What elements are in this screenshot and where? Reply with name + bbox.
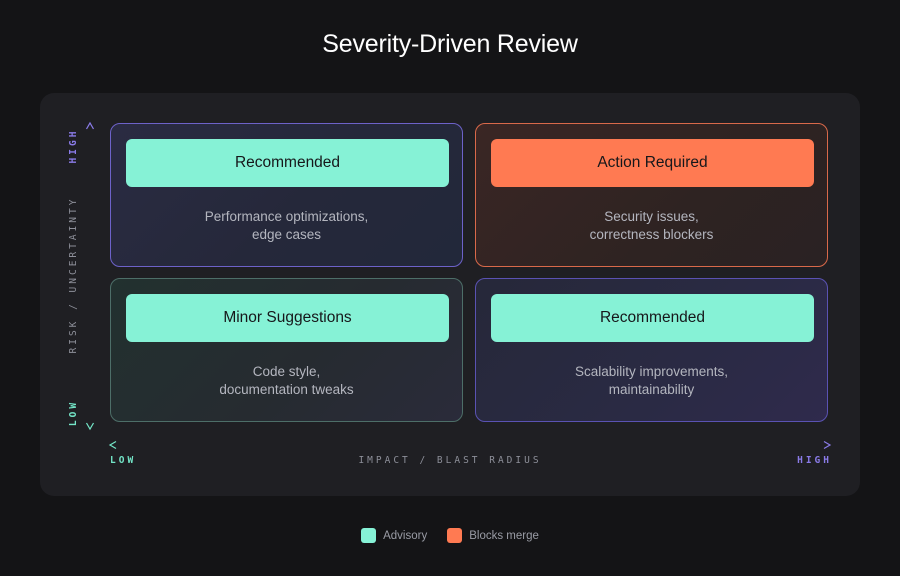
x-axis-high-label: HIGH <box>797 455 832 466</box>
quadrant-bottom-left-badge: Minor Suggestions <box>126 294 449 342</box>
legend-label: Blocks merge <box>469 529 539 542</box>
quadrant-bottom-right-badge: Recommended <box>491 294 814 342</box>
quadrant-top-right-badge: Action Required <box>491 139 814 187</box>
x-axis-low-label: LOW <box>110 455 137 466</box>
description-line: Code style, <box>252 364 321 379</box>
x-axis-title: IMPACT / BLAST RADIUS <box>358 455 542 466</box>
y-axis-low-label: LOW <box>68 399 79 427</box>
description-line: Performance optimizations, <box>204 209 369 224</box>
x-axis-arrow <box>108 440 832 450</box>
quadrant-top-right: Action Required Security issues, correct… <box>475 123 828 267</box>
quadrant-bottom-right-description: Scalability improvements, maintainabilit… <box>476 363 827 399</box>
description-line: Scalability improvements, <box>574 364 729 379</box>
y-axis-title: RISK / UNCERTAINTY <box>68 196 79 354</box>
quadrant-top-left-description: Performance optimizations, edge cases <box>111 208 462 244</box>
quadrant-top-left: Recommended Performance optimizations, e… <box>110 123 463 267</box>
description-line: edge cases <box>251 227 322 242</box>
legend-item-blocking: Blocks merge <box>447 528 539 543</box>
description-line: documentation tweaks <box>219 382 354 397</box>
advisory-swatch <box>361 528 377 543</box>
matrix-panel: HIGH RISK / UNCERTAINTY LOW Recommended … <box>40 93 860 496</box>
legend-label: Advisory <box>383 529 428 542</box>
legend: Advisory Blocks merge <box>0 528 900 543</box>
quadrant-bottom-right: Recommended Scalability improvements, ma… <box>475 278 828 422</box>
description-line: correctness blockers <box>589 227 714 242</box>
quadrant-top-right-description: Security issues, correctness blockers <box>476 208 827 244</box>
y-axis-arrow <box>85 121 95 431</box>
quadrant-bottom-left: Minor Suggestions Code style, documentat… <box>110 278 463 422</box>
legend-item-advisory: Advisory <box>361 528 427 543</box>
description-line: maintainability <box>608 382 695 397</box>
blocking-swatch <box>447 528 463 543</box>
description-line: Security issues, <box>604 209 699 224</box>
diagram-title: Severity-Driven Review <box>322 30 578 58</box>
quadrant-bottom-left-description: Code style, documentation tweaks <box>111 363 462 399</box>
quadrant-top-left-badge: Recommended <box>126 139 449 187</box>
